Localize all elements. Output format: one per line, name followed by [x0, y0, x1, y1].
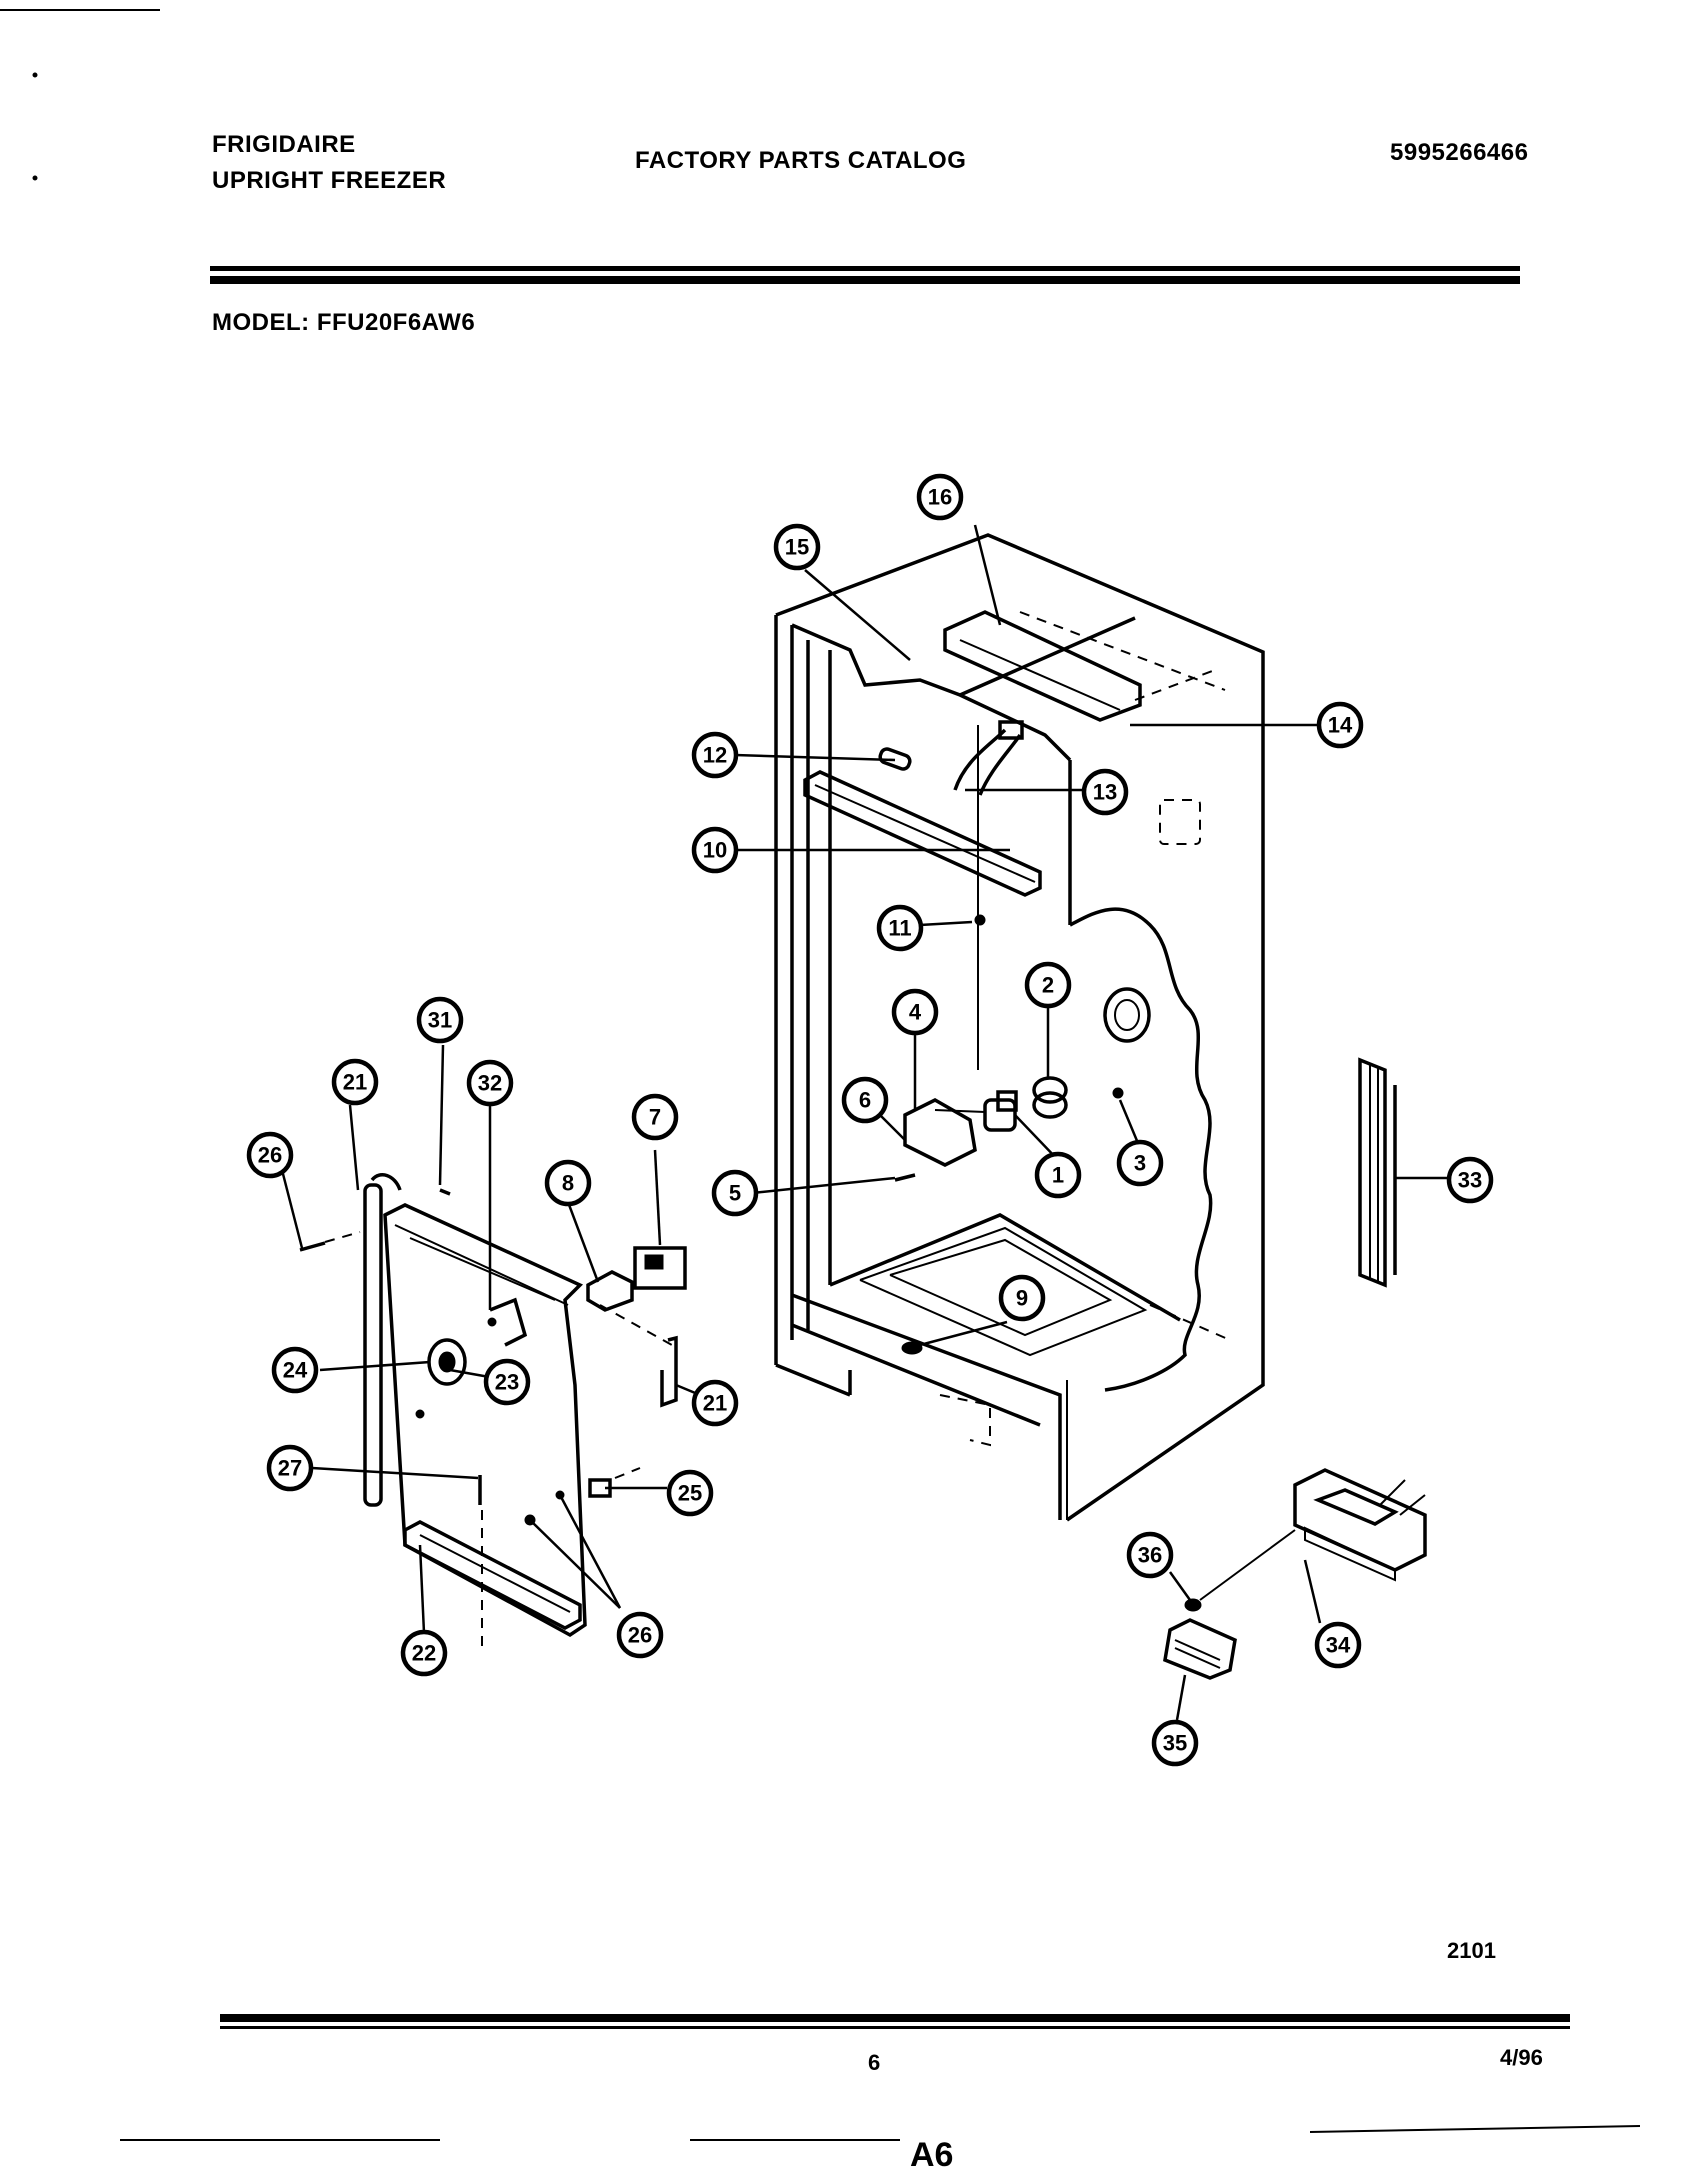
svg-text:26: 26	[258, 1143, 282, 1168]
svg-text:16: 16	[928, 485, 952, 510]
svg-text:15: 15	[785, 535, 809, 560]
svg-text:10: 10	[703, 838, 727, 863]
svg-text:25: 25	[678, 1481, 702, 1506]
leveling-bracket-assembly	[1163, 1468, 1427, 1680]
svg-text:14: 14	[1328, 713, 1353, 738]
svg-text:21: 21	[343, 1070, 367, 1095]
callout-31: 31	[416, 996, 464, 1044]
callout-26-left: 26	[246, 1131, 294, 1179]
svg-text:27: 27	[278, 1456, 302, 1481]
callout-7: 7	[631, 1093, 679, 1141]
svg-text:2: 2	[1042, 973, 1054, 998]
header-rule-thin	[210, 266, 1520, 271]
svg-text:12: 12	[703, 743, 727, 768]
svg-text:11: 11	[888, 916, 911, 941]
callout-13: 13	[1081, 768, 1129, 816]
section-code: A6	[910, 2136, 954, 2174]
svg-text:4: 4	[909, 1000, 922, 1025]
brand-name: FRIGIDAIRE	[212, 131, 356, 158]
svg-text:22: 22	[412, 1641, 436, 1666]
callout-25: 25	[666, 1469, 714, 1517]
callout-27: 27	[266, 1444, 314, 1492]
callout-4: 4	[891, 988, 939, 1036]
svg-text:35: 35	[1163, 1731, 1187, 1756]
footer-rule-thick	[220, 2014, 1570, 2022]
callout-8: 8	[544, 1159, 592, 1207]
footer-rule-thin	[220, 2026, 1570, 2029]
svg-text:1: 1	[1052, 1163, 1064, 1188]
callout-1: 1	[1034, 1151, 1082, 1199]
svg-text:8: 8	[562, 1171, 574, 1196]
svg-text:21: 21	[703, 1391, 727, 1416]
footer-line-right	[1309, 2125, 1641, 2133]
callout-35: 35	[1151, 1719, 1199, 1767]
callout-5: 5	[711, 1169, 759, 1217]
page-number: 6	[868, 2050, 881, 2075]
callout-22: 22	[400, 1629, 448, 1677]
svg-text:9: 9	[1016, 1286, 1028, 1311]
callout-24: 24	[271, 1346, 319, 1394]
model-label: MODEL: FFU20F6AW6	[212, 309, 476, 336]
svg-text:5: 5	[729, 1181, 741, 1206]
callout-3: 3	[1116, 1139, 1164, 1187]
svg-text:33: 33	[1458, 1168, 1482, 1193]
scan-speck	[32, 72, 38, 78]
callout-9: 9	[998, 1274, 1046, 1322]
callout-15: 15	[773, 523, 821, 571]
leader-lines	[280, 524, 1447, 1721]
svg-text:13: 13	[1093, 780, 1117, 805]
callout-26-bottom: 26	[616, 1611, 664, 1659]
callout-16: 16	[916, 473, 964, 521]
svg-text:7: 7	[649, 1105, 661, 1130]
publication-number: 5995266466	[1390, 139, 1529, 166]
svg-text:23: 23	[495, 1370, 519, 1395]
svg-text:36: 36	[1138, 1543, 1162, 1568]
callout-34: 34	[1314, 1621, 1362, 1669]
cabinet-drawing	[774, 533, 1265, 1522]
svg-text:34: 34	[1326, 1633, 1351, 1658]
door-gasket-strip	[1358, 1057, 1397, 1288]
callout-10: 10	[691, 826, 739, 874]
callout-36: 36	[1126, 1531, 1174, 1579]
callout-33: 33	[1446, 1156, 1494, 1204]
callout-11: 11	[876, 904, 924, 952]
product-type: UPRIGHT FREEZER	[212, 167, 447, 194]
svg-text:6: 6	[859, 1088, 871, 1113]
svg-text:24: 24	[283, 1358, 308, 1383]
callout-6: 6	[841, 1076, 889, 1124]
callout-2: 2	[1024, 961, 1072, 1009]
svg-text:3: 3	[1134, 1151, 1146, 1176]
callout-12: 12	[691, 731, 739, 779]
catalog-title: FACTORY PARTS CATALOG	[635, 147, 967, 174]
evaporator-cover-panel	[299, 1173, 687, 1650]
scan-speck	[32, 175, 38, 181]
header-rule-thick	[210, 276, 1520, 284]
revision-date: 4/96	[1500, 2045, 1543, 2070]
callout-14: 14	[1316, 701, 1364, 749]
callout-32: 32	[466, 1059, 514, 1107]
svg-text:31: 31	[428, 1008, 452, 1033]
callout-21-left: 21	[331, 1058, 379, 1106]
svg-text:32: 32	[478, 1071, 502, 1096]
diagram-code: 2101	[1447, 1938, 1496, 1963]
svg-text:26: 26	[628, 1623, 652, 1648]
callout-21-right: 21	[691, 1379, 739, 1427]
callout-23: 23	[483, 1358, 531, 1406]
